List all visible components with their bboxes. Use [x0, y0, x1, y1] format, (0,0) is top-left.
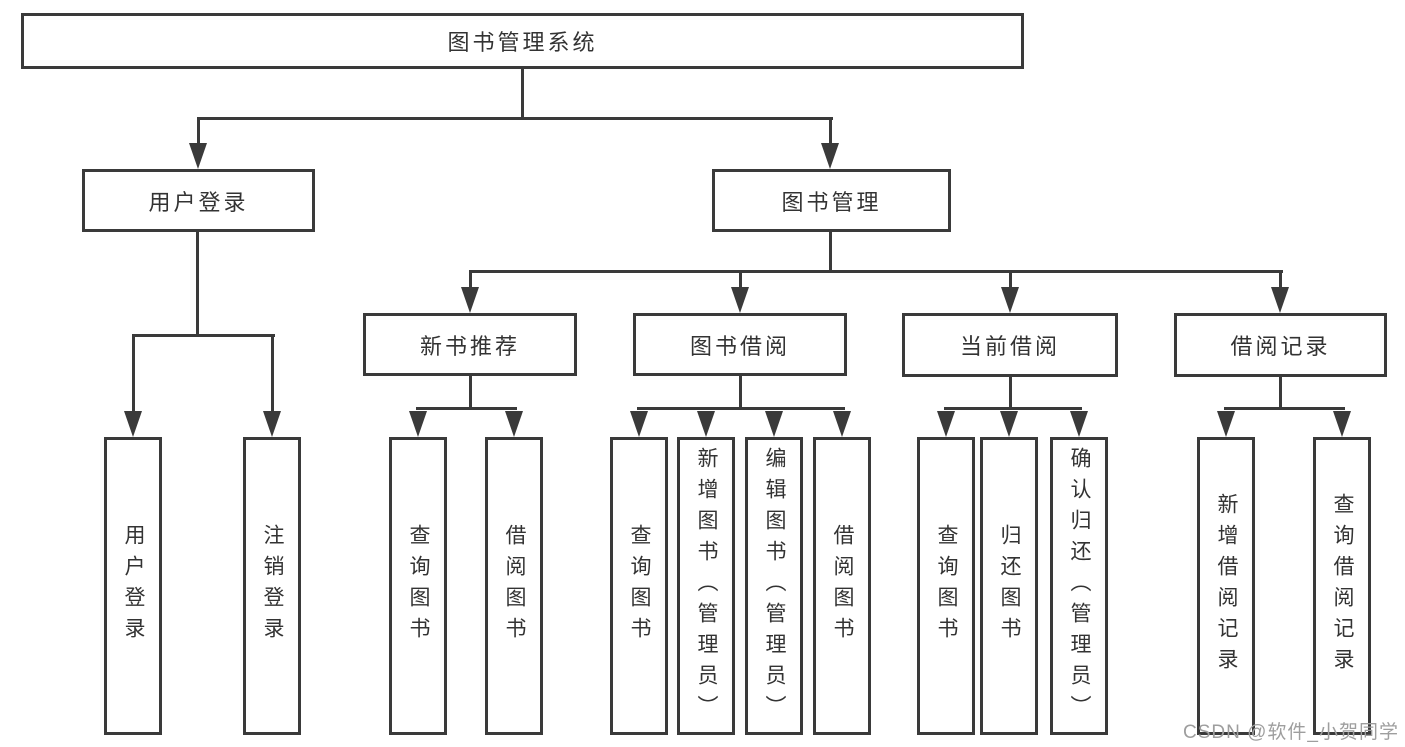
arrowhead [505, 411, 523, 437]
arrowhead [1001, 287, 1019, 313]
node-label: 借阅图书 [831, 524, 854, 648]
leaf-add-borrow-record: 新增借阅记录 [1197, 437, 1255, 735]
arrowhead [189, 143, 207, 169]
node-label: 借阅图书 [503, 524, 526, 648]
node-label: 查询图书 [407, 524, 430, 648]
leaf-borrow-books-recommend: 借阅图书 [485, 437, 543, 735]
leaf-query-borrow-record: 查询借阅记录 [1313, 437, 1371, 735]
node-label: 查询图书 [935, 524, 958, 648]
node-label: 新增图书（管理员） [695, 446, 718, 726]
leaf-add-books-admin: 新增图书（管理员） [677, 437, 735, 735]
connector-line [1009, 377, 1012, 410]
connector-line [829, 232, 832, 273]
connector-line [132, 334, 135, 416]
node-label: 当前借阅 [959, 334, 1060, 359]
connector-line [1279, 377, 1282, 410]
node-book-borrowing: 图书借阅 [633, 313, 847, 376]
arrowhead [765, 411, 783, 437]
connector-line [1279, 270, 1282, 292]
leaf-borrow-books: 借阅图书 [813, 437, 871, 735]
connector-line [132, 334, 275, 337]
arrowhead [697, 411, 715, 437]
node-user-login: 用户登录 [82, 169, 315, 232]
connector-line [1224, 407, 1345, 410]
connector-line [469, 270, 1283, 273]
arrowhead [937, 411, 955, 437]
connector-line [416, 407, 517, 410]
node-label: 图书管理系统 [447, 30, 598, 55]
connector-line [197, 117, 833, 120]
node-label: 图书借阅 [689, 333, 790, 359]
connector-line [944, 407, 1082, 410]
node-borrowing-records: 借阅记录 [1174, 313, 1387, 377]
leaf-edit-books-admin: 编辑图书（管理员） [745, 437, 803, 735]
connector-line [739, 270, 742, 292]
node-label: 查询图书 [628, 524, 651, 648]
leaf-query-books-recommend: 查询图书 [389, 437, 447, 735]
arrowhead [821, 143, 839, 169]
arrowhead [1070, 411, 1088, 437]
node-label: 编辑图书（管理员） [763, 446, 786, 726]
connector-line [521, 69, 524, 117]
connector-line [1009, 270, 1012, 292]
connector-line [196, 232, 199, 336]
arrowhead [1271, 287, 1289, 313]
node-label: 确认归还（管理员） [1068, 446, 1091, 726]
csdn-watermark: CSDN @软件_小贺同学 [1183, 722, 1399, 743]
arrowhead [124, 411, 142, 437]
arrowhead [833, 411, 851, 437]
node-label: 用户登录 [148, 189, 249, 215]
node-label: 借阅记录 [1230, 334, 1331, 359]
leaf-confirm-return-admin: 确认归还（管理员） [1050, 437, 1108, 735]
arrowhead [263, 411, 281, 437]
arrowhead [1333, 411, 1351, 437]
leaf-query-books-current: 查询图书 [917, 437, 975, 735]
node-label: 注销登录 [261, 524, 284, 648]
node-current-borrowing: 当前借阅 [902, 313, 1118, 377]
connector-line [637, 407, 845, 410]
leaf-return-books: 归还图书 [980, 437, 1038, 735]
leaf-query-books-borrowing: 查询图书 [610, 437, 668, 735]
arrowhead [1217, 411, 1235, 437]
node-library-management-system: 图书管理系统 [21, 13, 1024, 69]
connector-line [469, 270, 472, 292]
arrowhead [731, 287, 749, 313]
arrowhead [461, 287, 479, 313]
arrowhead [409, 411, 427, 437]
connector-line [739, 376, 742, 410]
leaf-user-login: 用户登录 [104, 437, 162, 735]
node-label: 新书推荐 [419, 333, 520, 359]
node-label: 用户登录 [122, 524, 145, 648]
connector-line [271, 334, 274, 416]
connector-line [829, 117, 832, 149]
connector-line [469, 376, 472, 410]
node-new-book-recommendation: 新书推荐 [363, 313, 577, 376]
arrowhead [630, 411, 648, 437]
node-label: 新增借阅记录 [1215, 493, 1238, 679]
node-label: 图书管理 [781, 189, 882, 215]
leaf-logout: 注销登录 [243, 437, 301, 735]
arrowhead [1000, 411, 1018, 437]
node-book-management: 图书管理 [712, 169, 951, 232]
connector-line [197, 117, 200, 149]
node-label: 查询借阅记录 [1331, 493, 1354, 679]
node-label: 归还图书 [998, 524, 1021, 648]
